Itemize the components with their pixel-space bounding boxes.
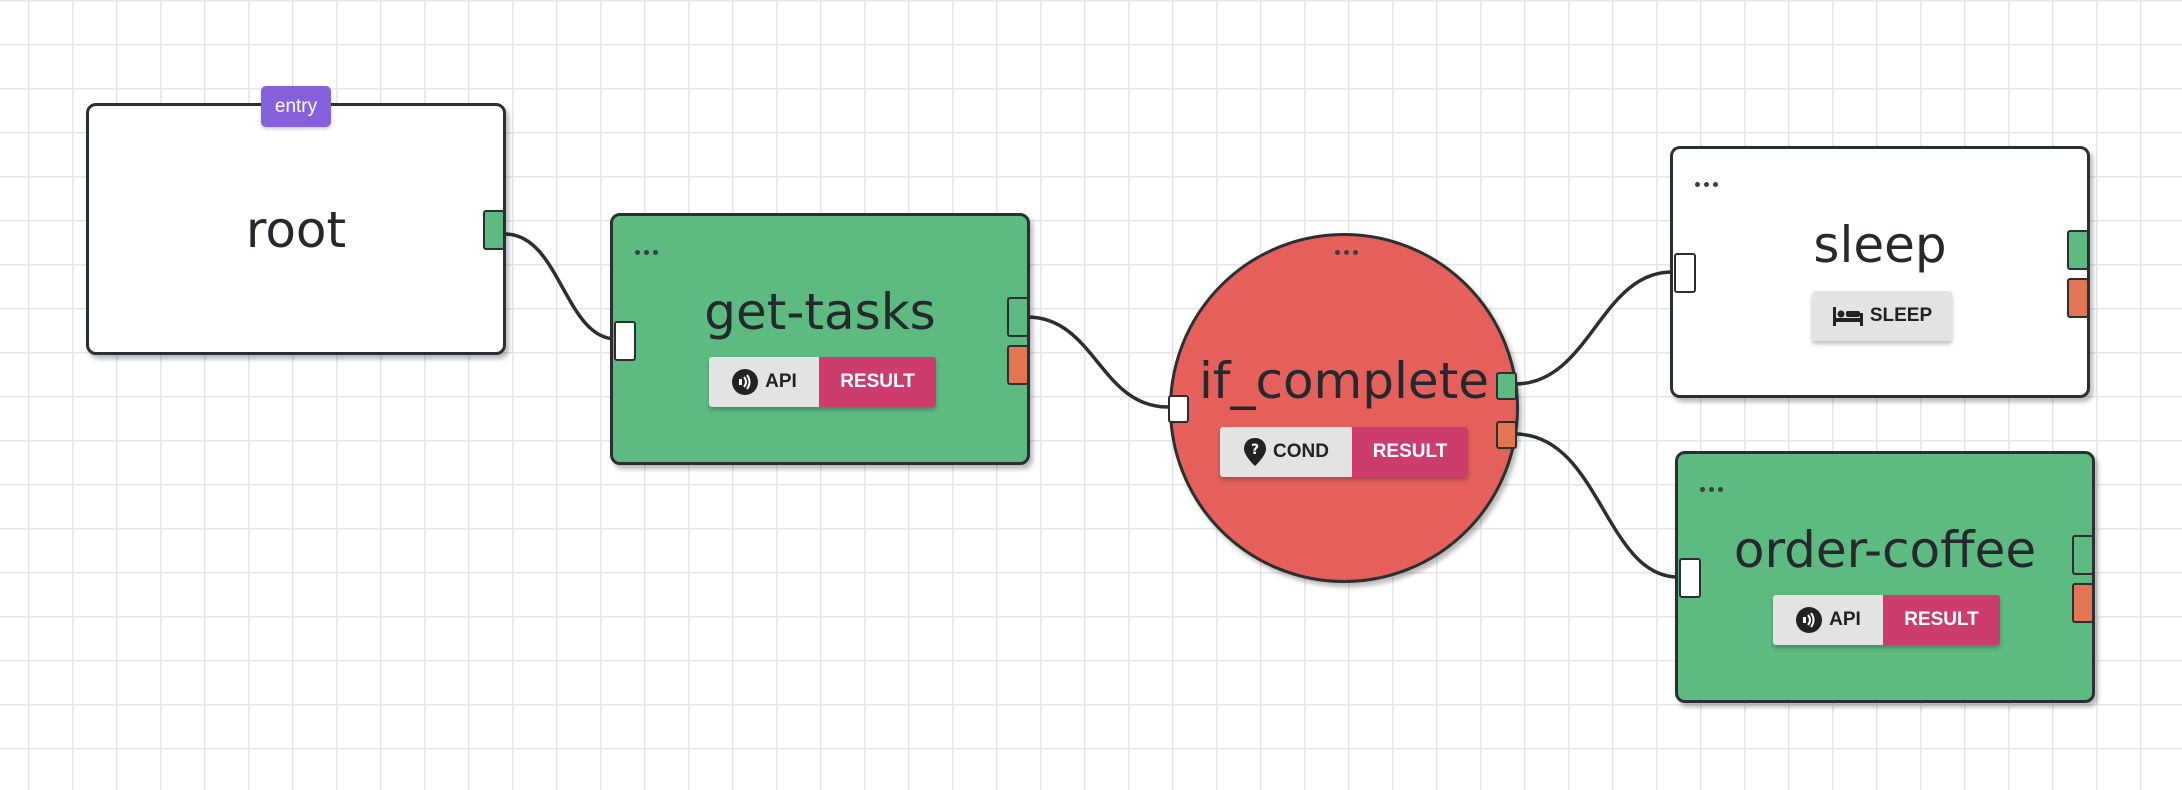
- more-options-icon[interactable]: [635, 250, 658, 255]
- output-port-ok[interactable]: [1496, 372, 1517, 400]
- node-title: if_complete: [1198, 352, 1490, 410]
- location-question-icon: ?: [1243, 437, 1267, 467]
- result-button[interactable]: RESULT: [1352, 427, 1468, 477]
- wire-root-to-get-tasks[interactable]: [504, 232, 617, 341]
- cond-label: COND: [1273, 441, 1329, 462]
- sleep-button[interactable]: SLEEP: [1812, 291, 1952, 341]
- node-order-coffee[interactable]: order-coffee API RESULT: [1675, 451, 2095, 703]
- input-port[interactable]: [1679, 558, 1701, 598]
- sleep-label: SLEEP: [1869, 305, 1933, 326]
- more-options-icon[interactable]: [1695, 182, 1718, 187]
- api-button[interactable]: API: [1773, 595, 1883, 645]
- node-if-complete[interactable]: if_complete ? COND RESULT: [1168, 233, 1519, 583]
- api-icon: [731, 368, 759, 396]
- entry-badge: entry: [261, 86, 331, 127]
- output-port-error[interactable]: [1007, 345, 1029, 385]
- input-port[interactable]: [1168, 395, 1189, 423]
- more-options-icon[interactable]: [1700, 487, 1723, 492]
- api-button[interactable]: API: [709, 357, 819, 407]
- output-port-error[interactable]: [1496, 421, 1517, 449]
- result-button[interactable]: RESULT: [1883, 595, 2000, 645]
- output-port-ok[interactable]: [1007, 297, 1029, 337]
- node-title: sleep: [1813, 216, 1947, 274]
- output-port-error[interactable]: [2067, 278, 2089, 318]
- node-actions: ? COND RESULT: [1220, 427, 1468, 477]
- output-port-ok[interactable]: [483, 210, 505, 250]
- result-button[interactable]: RESULT: [819, 357, 936, 407]
- node-get-tasks[interactable]: get-tasks API RESULT: [610, 213, 1030, 465]
- node-actions: SLEEP: [1812, 291, 1952, 341]
- node-root[interactable]: root: [86, 103, 506, 355]
- node-actions: API RESULT: [1773, 595, 2000, 645]
- wire-if-complete-to-sleep[interactable]: [1514, 270, 1673, 386]
- node-sleep[interactable]: sleep SLEEP: [1670, 146, 2090, 398]
- api-icon: [1795, 606, 1823, 634]
- output-port-ok[interactable]: [2072, 535, 2094, 575]
- more-options-icon[interactable]: [1335, 250, 1358, 255]
- input-port[interactable]: [614, 321, 636, 361]
- wire-if-complete-to-order-coffee[interactable]: [1514, 432, 1679, 579]
- wire-get-tasks-to-if-complete[interactable]: [1026, 315, 1169, 409]
- node-title: root: [245, 201, 347, 259]
- output-port-error[interactable]: [2072, 583, 2094, 623]
- node-actions: API RESULT: [709, 357, 936, 407]
- cond-button[interactable]: ? COND: [1220, 427, 1352, 477]
- node-title: order-coffee: [1733, 521, 2037, 579]
- node-title: get-tasks: [704, 283, 936, 341]
- api-label: API: [765, 371, 797, 392]
- input-port[interactable]: [1674, 253, 1696, 293]
- output-port-ok[interactable]: [2067, 230, 2089, 270]
- svg-text:?: ?: [1251, 442, 1259, 458]
- bed-icon: [1832, 305, 1864, 327]
- api-label: API: [1829, 609, 1861, 630]
